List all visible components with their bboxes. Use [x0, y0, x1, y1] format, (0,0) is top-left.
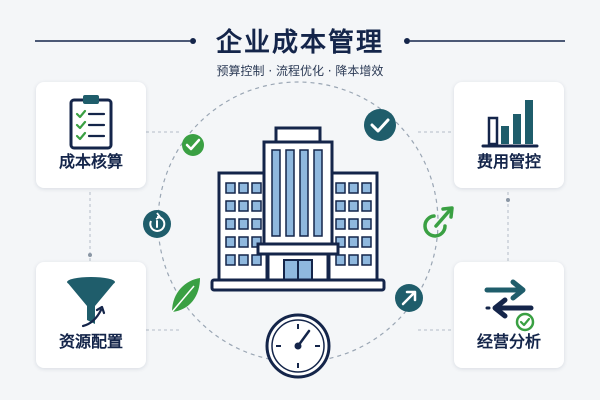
card-business-analysis: 经营分析: [454, 262, 564, 368]
card-cost-accounting: 成本核算: [36, 82, 146, 188]
arrow-up-right-icon: [395, 284, 423, 312]
leaf-icon: [171, 278, 200, 313]
card-label: 成本核算: [58, 152, 123, 171]
card-label: 经营分析: [476, 332, 541, 351]
gauge-icon: [265, 313, 331, 379]
connector-dot: [506, 198, 510, 202]
check-circle-icon: [182, 134, 204, 156]
page-subtitle: 预算控制 · 流程优化 · 降本增效: [216, 64, 384, 78]
title-dot-left: [190, 38, 196, 44]
card-resource-allocation: 资源配置: [36, 262, 146, 368]
check-circle-icon: [364, 109, 396, 141]
connector-dot: [88, 253, 92, 257]
office-building-icon: [210, 126, 386, 292]
page-title: 企业成本管理: [215, 28, 384, 58]
clipboard-checklist-icon: [69, 95, 113, 150]
refresh-cycle-icon: [143, 210, 171, 238]
title-dot-right: [404, 38, 410, 44]
funnel-arrow-icon: [67, 277, 115, 328]
growth-arrow-icon: [423, 206, 454, 238]
exchange-arrows-icon: [484, 279, 535, 332]
bar-chart-icon: [481, 100, 539, 148]
card-label: 资源配置: [58, 332, 123, 351]
card-expense-control: 费用管控: [454, 82, 564, 188]
card-label: 费用管控: [476, 152, 541, 171]
